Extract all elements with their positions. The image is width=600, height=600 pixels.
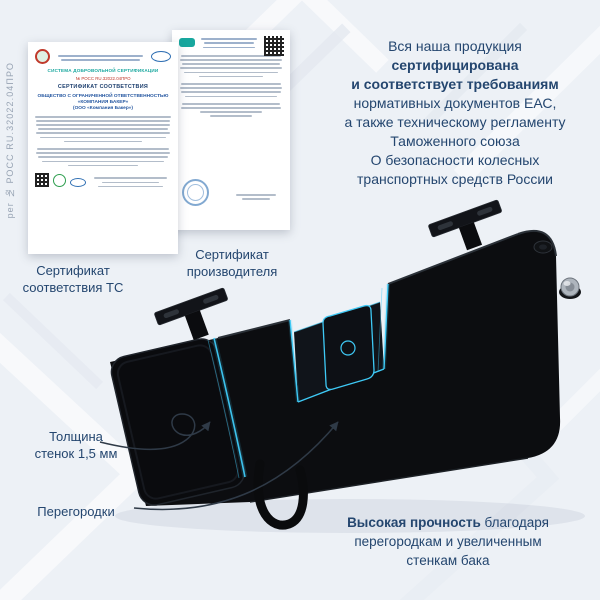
certification-body-logo-icon bbox=[35, 49, 50, 64]
qr-code-icon bbox=[35, 173, 49, 188]
label-baffles: Перегородки bbox=[37, 504, 115, 519]
certificate-header bbox=[35, 49, 171, 64]
signature-lines bbox=[232, 192, 280, 200]
company-name-block: ОБЩЕСТВО С ОГРАНИЧЕННОЙ ОТВЕТСТВЕННОСТЬЮ… bbox=[37, 93, 169, 111]
certificate-system-line: СИСТЕМА ДОБРОВОЛЬНОЙ СЕРТИФИКАЦИИ bbox=[47, 68, 159, 73]
accreditation-logo-icon bbox=[151, 51, 171, 62]
qr-code-icon bbox=[264, 36, 284, 56]
certificate-body-lines bbox=[35, 116, 171, 167]
certificate-number-line: № РОСС RU.32022.04ПРО bbox=[75, 75, 131, 81]
manufacturer-certificate bbox=[172, 30, 290, 230]
round-stamp-icon bbox=[182, 179, 209, 206]
certificate-header-lines bbox=[199, 36, 283, 49]
strength-text-block: Высокая прочность благодаря перегородкам… bbox=[347, 515, 549, 568]
certificate-logo-icon bbox=[179, 37, 195, 47]
eco-stamp-icon bbox=[53, 174, 66, 188]
certificate-header-lines bbox=[53, 52, 148, 61]
certification-text-block: Вся наша продукция сертифицирована и соо… bbox=[344, 38, 566, 187]
certificate-header bbox=[179, 36, 283, 49]
oval-stamp-icon bbox=[70, 178, 86, 188]
certificate-title: СЕРТИФИКАТ СООТВЕТСТВИЯ bbox=[57, 84, 149, 90]
label-certificate-ts: Сертификат соответствия ТС bbox=[22, 263, 124, 295]
certificate-body-lines bbox=[179, 55, 283, 118]
strength-highlight: Высокая прочность bbox=[347, 515, 481, 530]
certificate-reg-number: рег № РОСС RU.32022.04ПРО bbox=[5, 62, 15, 219]
label-wall-thickness: Толщина стенок 1,5 мм bbox=[34, 429, 118, 461]
strength-rest: благодаря bbox=[480, 515, 549, 530]
certificate-footer bbox=[35, 173, 171, 188]
label-certificate-manufacturer: Сертификат производителя bbox=[186, 247, 278, 279]
signature-lines bbox=[90, 175, 171, 188]
conformity-certificate: СИСТЕМА ДОБРОВОЛЬНОЙ СЕРТИФИКАЦИИ № РОСС… bbox=[28, 42, 178, 254]
